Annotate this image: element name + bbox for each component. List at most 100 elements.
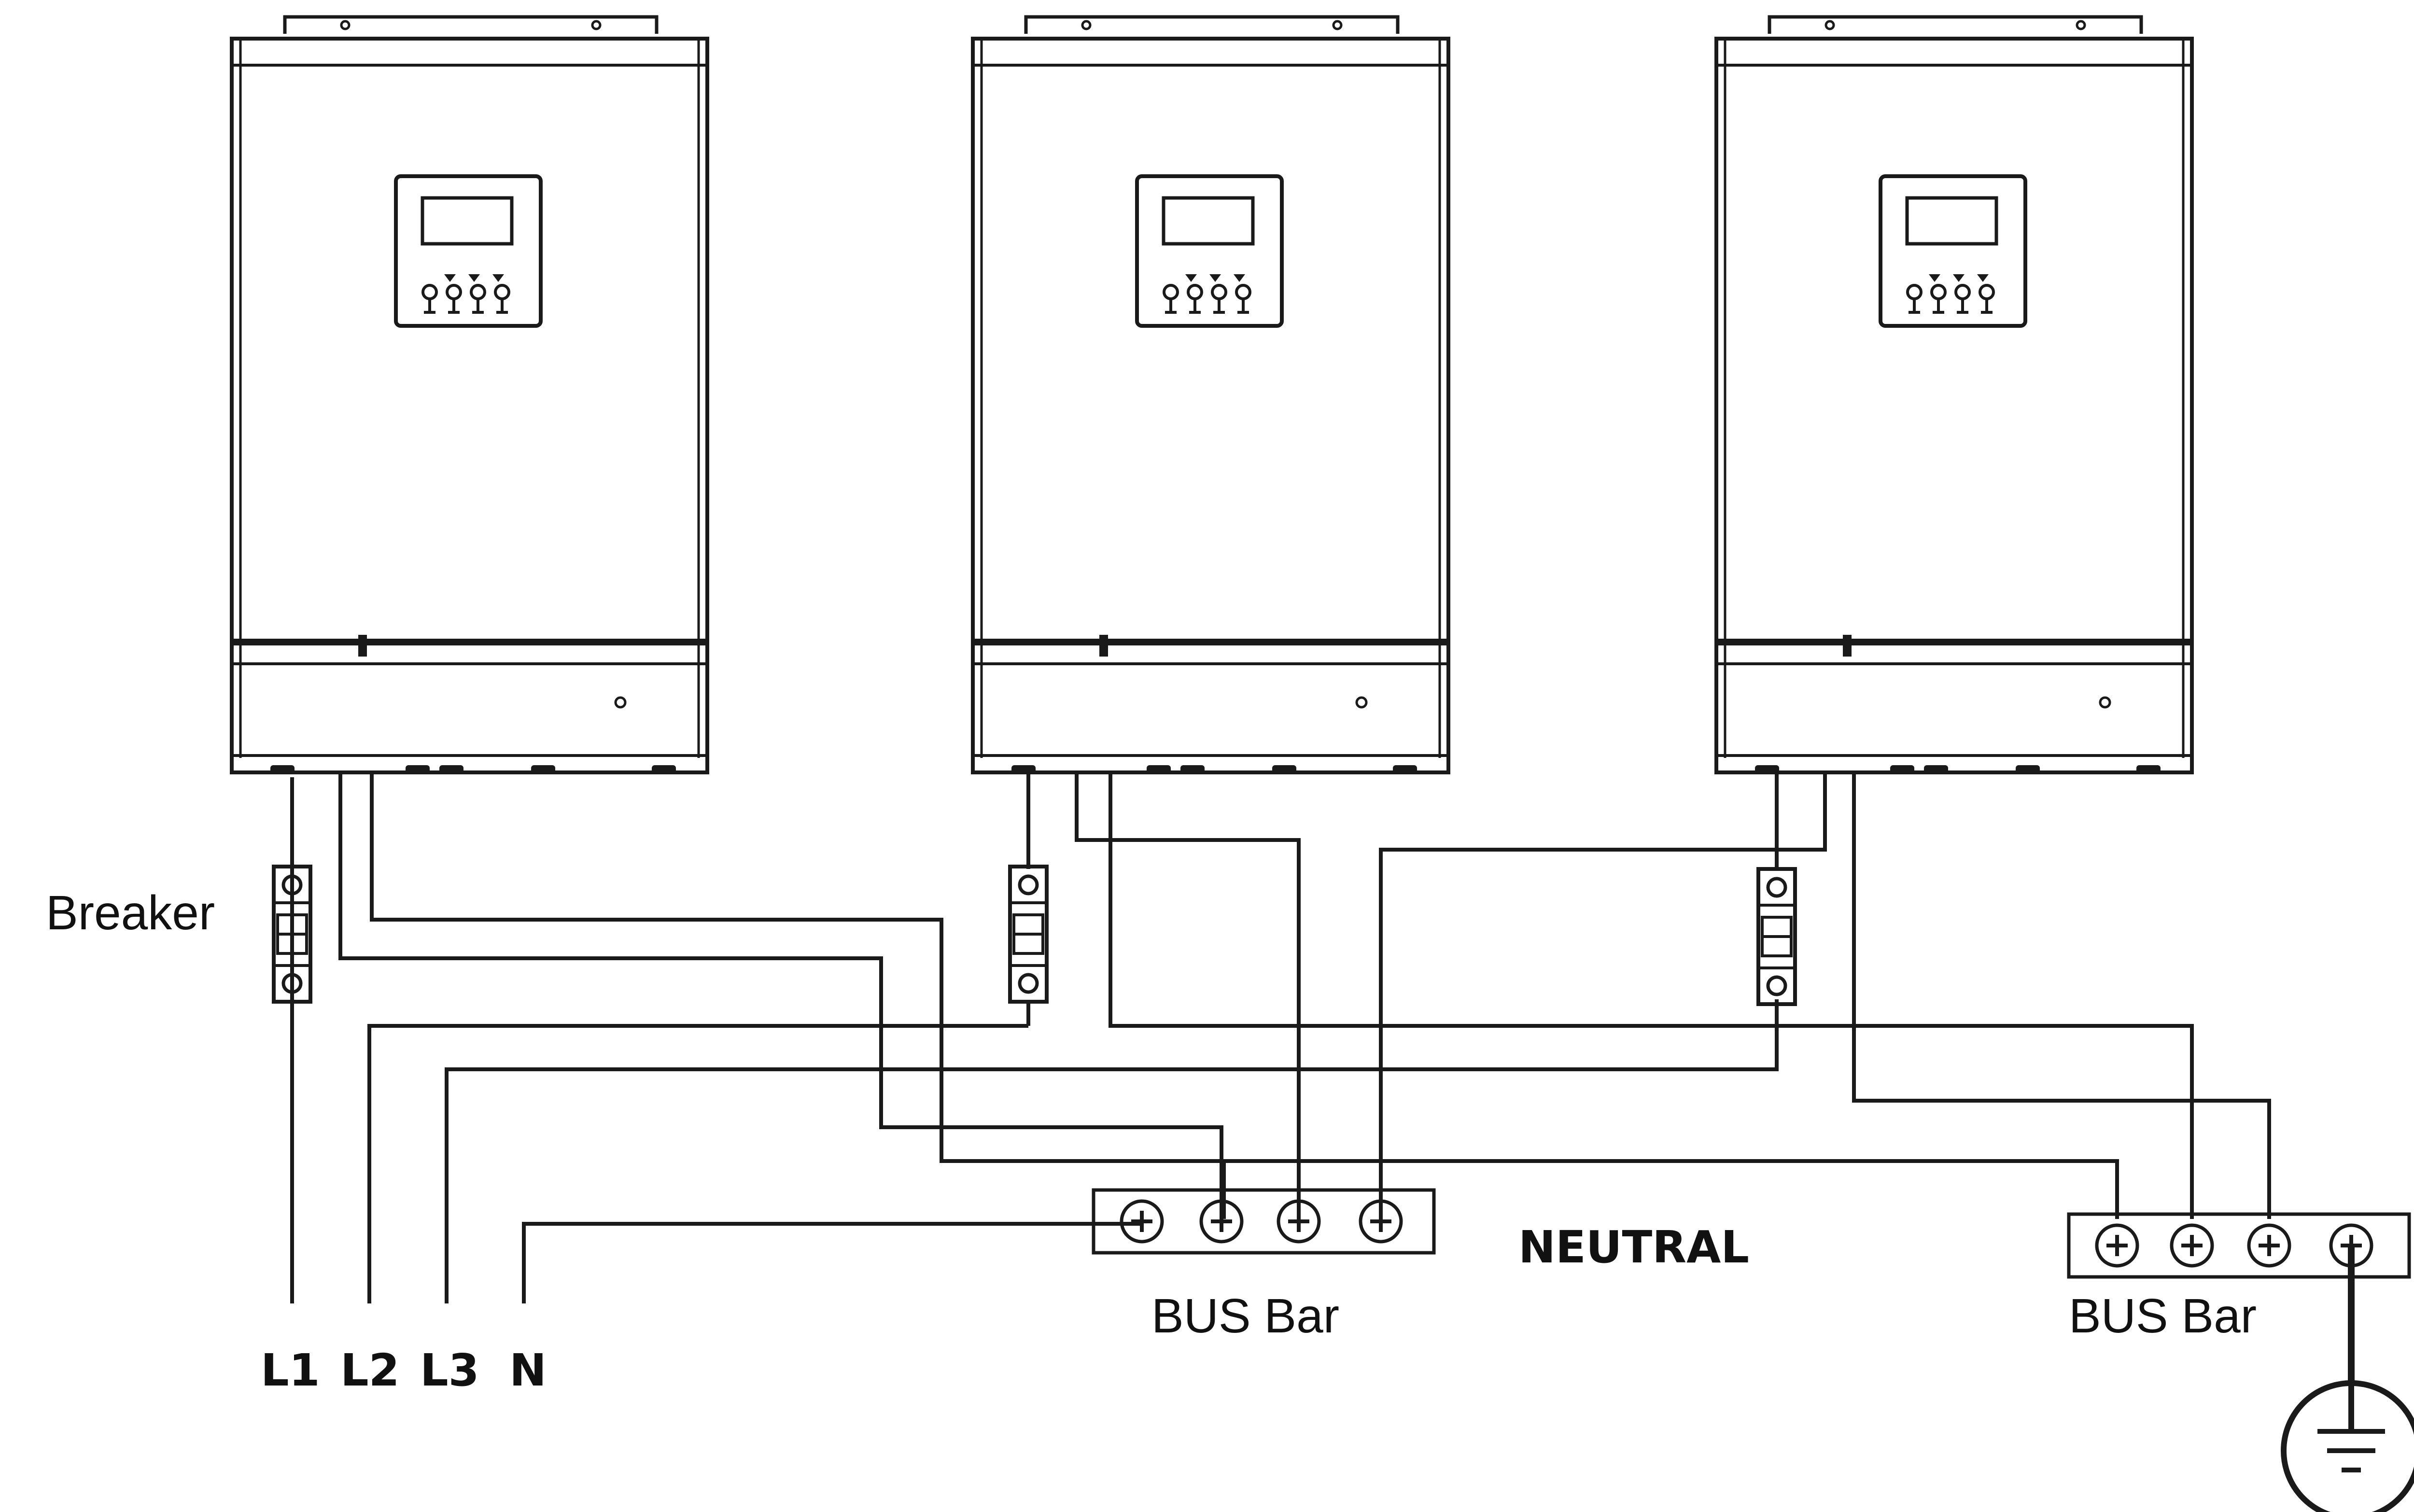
- inverter-group: [230, 15, 2194, 774]
- button-icon: [1906, 284, 1923, 300]
- lcd-display-icon: [1162, 196, 1255, 246]
- screw-icon: [1081, 20, 1092, 30]
- foot: [1890, 765, 1914, 774]
- screw-terminal-icon: [1359, 1199, 1403, 1244]
- breaker-body: [1008, 865, 1049, 1004]
- divider-notch: [358, 635, 367, 657]
- breaker-label: Breaker: [46, 886, 215, 940]
- inverter-2: [971, 15, 1450, 774]
- foot: [439, 765, 463, 774]
- divider-notch: [1099, 635, 1108, 657]
- breaker-terminal-top: [1018, 874, 1039, 896]
- bus-bar-ground-label: BUS Bar: [2069, 1289, 2257, 1343]
- wire-l3: [445, 999, 1779, 1303]
- foot: [1393, 765, 1417, 774]
- bus-bar-group: [1092, 1188, 2411, 1279]
- terminal-n-label: N: [509, 1344, 547, 1396]
- wiring: [290, 772, 2355, 1386]
- breaker-terminal-bottom: [281, 973, 303, 994]
- screw-terminal-icon: [2170, 1223, 2214, 1268]
- screw-terminal-icon: [2329, 1223, 2373, 1268]
- terminal-l2-label: L2: [340, 1344, 400, 1396]
- foot: [531, 765, 555, 774]
- wire-inv3-neutral: [1379, 772, 1827, 1219]
- inverter-body: [230, 37, 709, 774]
- button-icon: [1187, 284, 1203, 300]
- foot: [1924, 765, 1948, 774]
- wire-l2: [367, 1024, 1028, 1303]
- wire-inv2-ground: [1109, 772, 2194, 1219]
- foot: [1011, 765, 1036, 774]
- button-icon: [421, 284, 438, 300]
- screw-terminal-icon: [2247, 1223, 2291, 1268]
- led-indicator-icon: [492, 274, 504, 282]
- screw-icon: [591, 20, 602, 30]
- button-icon: [1979, 284, 1995, 300]
- button-icon: [1235, 284, 1251, 300]
- button-icon: [1930, 284, 1947, 300]
- breaker-terminal-bottom: [1018, 973, 1039, 994]
- breaker-icon: [272, 865, 312, 1004]
- led-indicator-icon: [1234, 274, 1245, 282]
- mounting-bracket: [1024, 15, 1400, 34]
- foot: [270, 765, 295, 774]
- bus-bar-neutral: [1092, 1188, 1436, 1255]
- control-panel: [1879, 174, 2027, 328]
- screw-terminal-icon: [1120, 1199, 1164, 1244]
- led-indicator-icon: [444, 274, 456, 282]
- button-icon: [446, 284, 462, 300]
- indicator-icon: [614, 696, 627, 709]
- inverter-body: [1714, 37, 2194, 774]
- inverter-body: [971, 37, 1450, 774]
- neutral-label: NEUTRAL: [1518, 1221, 1749, 1273]
- mounting-bracket: [1768, 15, 2143, 34]
- button-icon: [494, 284, 510, 300]
- breaker-body: [1756, 867, 1797, 1006]
- ground-icon: [2281, 1380, 2414, 1512]
- bus-bar-neutral-label: BUS Bar: [1151, 1289, 1339, 1343]
- led-indicator-icon: [1929, 274, 1940, 282]
- control-panel: [394, 174, 543, 328]
- button-icon: [1954, 284, 1971, 300]
- screw-terminal-icon: [2095, 1223, 2139, 1268]
- foot: [1755, 765, 1779, 774]
- divider-notch: [1843, 635, 1852, 657]
- screw-icon: [2076, 20, 2086, 30]
- breaker-terminal-bottom: [1766, 975, 1787, 996]
- button-icon: [470, 284, 486, 300]
- wire-n: [522, 1222, 1142, 1303]
- breaker-body: [272, 865, 312, 1004]
- screw-icon: [340, 20, 351, 30]
- screw-icon: [1825, 20, 1835, 30]
- indicator-icon: [1355, 696, 1368, 709]
- indicator-icon: [2099, 696, 2111, 709]
- terminal-l3-label: L3: [420, 1344, 479, 1396]
- screw-terminal-icon: [1199, 1199, 1244, 1244]
- wire-inv1-to-bus: [941, 1159, 2119, 1219]
- button-icon: [1211, 284, 1227, 300]
- inverter-3: [1714, 15, 2194, 774]
- led-indicator-icon: [468, 274, 480, 282]
- screw-terminal-icon: [1277, 1199, 1321, 1244]
- wire-inv2-neutral: [1075, 772, 1301, 1219]
- led-indicator-icon: [1209, 274, 1221, 282]
- breaker-terminal-top: [1766, 877, 1787, 898]
- breaker-icon: [1756, 867, 1797, 1006]
- foot: [406, 765, 430, 774]
- button-icon: [1163, 284, 1179, 300]
- breaker-group: [272, 865, 1797, 1006]
- bus-bar-body: [1092, 1188, 1436, 1255]
- mounting-bracket: [283, 15, 659, 34]
- wire-inv1-ground: [338, 772, 1223, 1132]
- foot: [1272, 765, 1296, 774]
- breaker-icon: [1008, 865, 1049, 1004]
- lcd-display-icon: [421, 196, 514, 246]
- foot: [1180, 765, 1205, 774]
- screw-icon: [1332, 20, 1343, 30]
- inverter-1: [230, 15, 709, 774]
- wire-inv1-neutral: [370, 772, 1226, 1219]
- wire-inv3-ground: [1852, 772, 2271, 1219]
- foot: [2016, 765, 2040, 774]
- bus-bar-ground: [2067, 1212, 2411, 1279]
- foot: [2136, 765, 2161, 774]
